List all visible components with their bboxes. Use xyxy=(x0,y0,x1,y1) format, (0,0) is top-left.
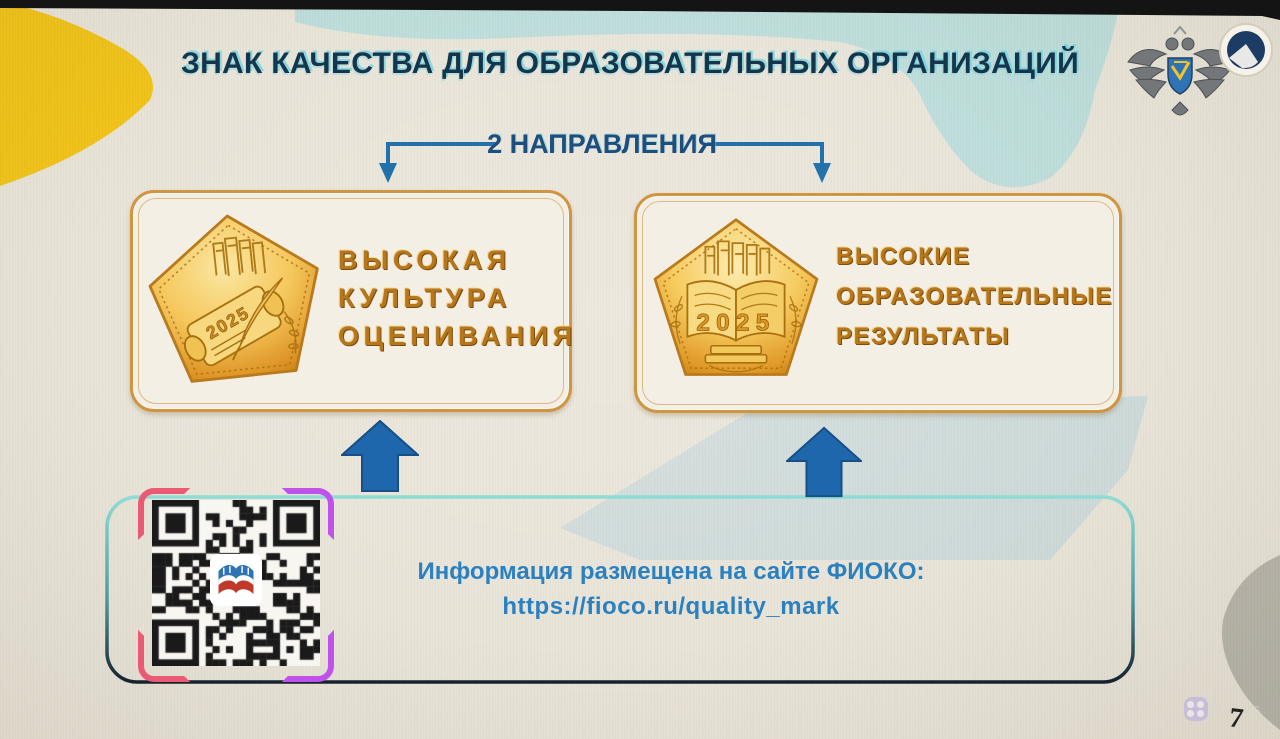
gold-pentagon-badge-scroll-quill-icon: 2025 xyxy=(143,206,330,398)
info-text-block: Информация размещена на сайте ФИОКО: htt… xyxy=(371,558,971,621)
card-title-line: ВЫСОКИЕ xyxy=(836,243,971,270)
qr-corner-bracket xyxy=(282,488,334,540)
qr-code xyxy=(138,488,334,682)
qr-corner-bracket xyxy=(138,630,190,682)
card-title-line: ОЦЕНИВАНИЯ xyxy=(338,321,577,351)
fioco-book-logo-icon xyxy=(210,554,262,606)
camera-bubble-icon xyxy=(1219,23,1273,77)
card-title: ВЫСОКАЯ КУЛЬТУРА ОЦЕНИВАНИЯ xyxy=(338,241,577,355)
page-number: 7 xyxy=(1227,702,1245,735)
directions-label: 2 НАПРАВЛЕНИЯ xyxy=(487,129,717,159)
info-line: Информация размещена на сайте ФИОКО: xyxy=(417,558,925,585)
down-arrowhead-icon xyxy=(813,163,831,183)
rosobrnadzor-eagle-emblem-icon xyxy=(1127,25,1233,116)
card-title-line: ВЫСОКАЯ xyxy=(338,245,511,275)
card-assessment-culture: 2025 ВЫСОКАЯ КУЛЬТУРА ОЦЕНИВАНИЯ xyxy=(130,190,572,412)
yellow-blob-shape xyxy=(0,2,154,186)
badge-year: 2025 xyxy=(696,309,775,336)
up-arrow-icon xyxy=(786,426,862,498)
card-title-line: КУЛЬТУРА xyxy=(338,283,511,313)
gold-pentagon-badge-open-book-icon: 2025 xyxy=(646,208,826,398)
qr-corner-bracket xyxy=(282,630,334,682)
info-url: https://fioco.ru/quality_mark xyxy=(502,593,840,620)
up-arrow-icon xyxy=(341,420,419,492)
slide-title: ЗНАК КАЧЕСТВА ДЛЯ ОБРАЗОВАТЕЛЬНЫХ ОРГАНИ… xyxy=(181,47,1079,80)
down-arrowhead-icon xyxy=(379,163,397,183)
watermark-flower-icon xyxy=(1184,697,1208,721)
screen-bezel xyxy=(0,0,1280,20)
card-title-line: РЕЗУЛЬТАТЫ xyxy=(836,323,1011,350)
info-panel-outline xyxy=(105,495,1135,684)
card-title: ВЫСОКИЕ ОБРАЗОВАТЕЛЬНЫЕ РЕЗУЛЬТАТЫ xyxy=(836,237,1113,357)
card-educational-results: 2025 ВЫСОКИЕ ОБРАЗОВАТЕЛЬНЫЕ РЕЗУЛЬТАТЫ xyxy=(634,193,1122,413)
card-title-line: ОБРАЗОВАТЕЛЬНЫЕ xyxy=(836,283,1113,310)
qr-corner-bracket xyxy=(138,488,190,540)
watermark: Faces xyxy=(1184,697,1262,721)
